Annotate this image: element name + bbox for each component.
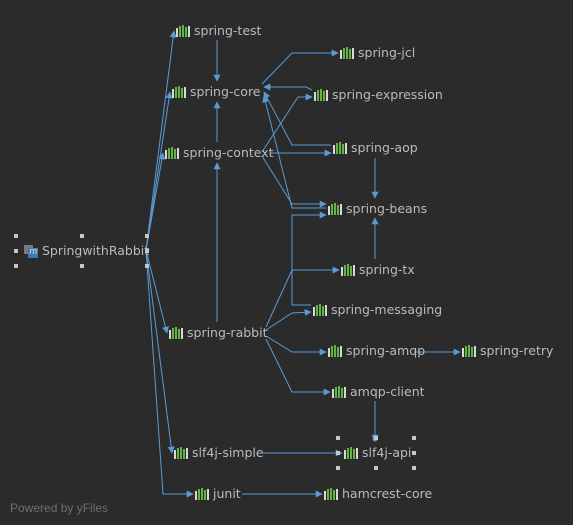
node-junit[interactable]: junit bbox=[195, 485, 241, 503]
selection-handle[interactable] bbox=[336, 451, 340, 455]
node-amqp-client[interactable]: amqp-client bbox=[332, 383, 425, 401]
powered-by-label: Powered by yFiles bbox=[10, 501, 109, 515]
edge-rabbit-amqp bbox=[265, 335, 327, 356]
selection-handle[interactable] bbox=[80, 264, 84, 268]
node-spring-tx[interactable]: spring-tx bbox=[341, 261, 415, 279]
node-label: spring-messaging bbox=[331, 302, 443, 317]
node-label: junit bbox=[213, 486, 241, 501]
library-icon bbox=[176, 25, 190, 37]
edge-root-spring-context bbox=[145, 152, 166, 251]
node-spring-expression[interactable]: spring-expression bbox=[314, 86, 443, 104]
edge-root-spring-rabbit bbox=[145, 249, 169, 334]
library-icon bbox=[462, 345, 476, 357]
library-icon bbox=[340, 47, 354, 59]
edge-messaging-beans bbox=[291, 211, 327, 306]
node-label: spring-core bbox=[190, 84, 261, 99]
node-label: spring-amqp bbox=[346, 343, 426, 358]
edge-context-expression bbox=[261, 93, 313, 153]
library-icon bbox=[328, 345, 342, 357]
library-icon bbox=[332, 386, 346, 398]
edge-rabbit-amqp-client bbox=[265, 338, 331, 396]
library-icon bbox=[314, 89, 328, 101]
node-label: spring-retry bbox=[480, 343, 554, 358]
node-spring-jcl[interactable]: spring-jcl bbox=[340, 44, 415, 62]
selection-handle[interactable] bbox=[80, 234, 84, 238]
node-spring-test[interactable]: spring-test bbox=[176, 22, 261, 40]
library-icon bbox=[174, 447, 188, 459]
node-spring-rabbit[interactable]: spring-rabbit bbox=[169, 324, 267, 342]
selection-handle[interactable] bbox=[412, 466, 416, 470]
node-springwithrabbit[interactable]: m SpringwithRabbit bbox=[24, 242, 149, 260]
edge-aop-core bbox=[263, 91, 331, 146]
selection-handle[interactable] bbox=[412, 451, 416, 455]
library-icon bbox=[333, 142, 347, 154]
library-icon bbox=[341, 264, 355, 276]
node-slf4j-api[interactable]: slf4j-api bbox=[344, 444, 411, 462]
node-label: spring-tx bbox=[359, 262, 415, 277]
node-spring-amqp[interactable]: spring-amqp bbox=[328, 342, 425, 360]
edge-core-jcl bbox=[261, 49, 339, 85]
edge-root-spring-test bbox=[145, 30, 177, 251]
selection-handle[interactable] bbox=[145, 249, 149, 253]
edge-root-slf4j-simple bbox=[145, 249, 175, 454]
node-spring-context[interactable]: spring-context bbox=[165, 144, 274, 162]
node-label: hamcrest-core bbox=[342, 486, 433, 501]
node-label: spring-test bbox=[194, 23, 262, 38]
node-spring-messaging[interactable]: spring-messaging bbox=[313, 301, 442, 319]
node-spring-core[interactable]: spring-core bbox=[172, 83, 261, 101]
node-hamcrest-core[interactable]: hamcrest-core bbox=[324, 485, 432, 503]
module-icon: m bbox=[24, 244, 38, 258]
node-label: spring-beans bbox=[346, 201, 428, 216]
selection-handle[interactable] bbox=[412, 436, 416, 440]
selection-handle[interactable] bbox=[374, 466, 378, 470]
library-icon bbox=[165, 147, 179, 159]
library-icon bbox=[324, 488, 338, 500]
selection-handle[interactable] bbox=[14, 249, 18, 253]
edge-beans-core bbox=[262, 95, 326, 209]
edge-rabbit-messaging bbox=[265, 308, 312, 331]
node-label: slf4j-simple bbox=[192, 445, 264, 460]
library-icon bbox=[344, 447, 358, 459]
library-icon bbox=[172, 86, 186, 98]
node-label: slf4j-api bbox=[362, 445, 412, 460]
library-icon bbox=[195, 488, 209, 500]
node-label: spring-jcl bbox=[358, 45, 416, 60]
edge-context-beans bbox=[261, 155, 327, 208]
edge-rabbit-tx bbox=[265, 266, 340, 328]
node-label: SpringwithRabbit bbox=[42, 243, 150, 258]
library-icon bbox=[313, 304, 327, 316]
node-label: spring-context bbox=[183, 145, 274, 160]
node-slf4j-simple[interactable]: slf4j-simple bbox=[174, 444, 264, 462]
node-spring-retry[interactable]: spring-retry bbox=[462, 342, 553, 360]
selection-handle[interactable] bbox=[145, 234, 149, 238]
node-spring-aop[interactable]: spring-aop bbox=[333, 139, 418, 157]
node-label: spring-aop bbox=[351, 140, 418, 155]
selection-handle[interactable] bbox=[336, 466, 340, 470]
selection-handle[interactable] bbox=[14, 234, 18, 238]
edge-root-spring-core bbox=[145, 91, 173, 251]
edge-expression-core bbox=[263, 83, 313, 91]
library-icon bbox=[328, 203, 342, 215]
node-label: amqp-client bbox=[350, 384, 425, 399]
selection-handle[interactable] bbox=[145, 264, 149, 268]
node-label: spring-expression bbox=[332, 87, 443, 102]
node-spring-beans[interactable]: spring-beans bbox=[328, 200, 427, 218]
library-icon bbox=[169, 327, 183, 339]
edge-root-junit bbox=[145, 249, 194, 498]
selection-handle[interactable] bbox=[14, 264, 18, 268]
node-label: spring-rabbit bbox=[187, 325, 268, 340]
selection-handle[interactable] bbox=[336, 436, 340, 440]
selection-handle[interactable] bbox=[374, 436, 378, 440]
